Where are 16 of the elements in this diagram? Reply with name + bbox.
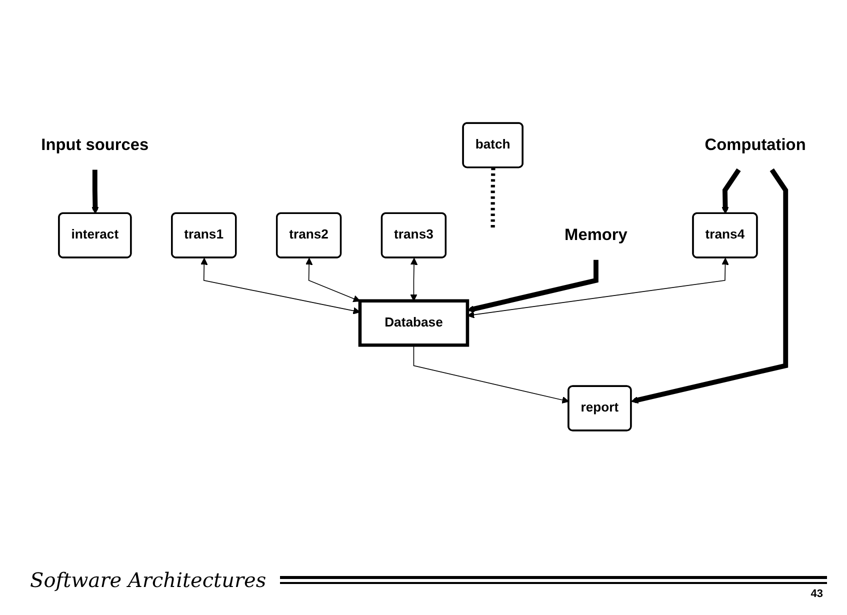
arrow: [722, 168, 741, 214]
footer-title: Software Architectures: [30, 568, 266, 592]
arrow: [467, 259, 598, 312]
arrow: [92, 169, 99, 214]
arrow: [413, 344, 570, 404]
node-text: Memory: [564, 226, 628, 244]
connector: [490, 167, 496, 229]
node-box: Database: [358, 298, 470, 346]
page-number: 43: [810, 588, 823, 600]
arrow: [305, 257, 360, 302]
arrow: [631, 168, 788, 404]
arrow: [410, 257, 418, 301]
arrow: [467, 257, 729, 318]
node-text: Computation: [704, 136, 806, 154]
arrow: [200, 257, 360, 314]
node-text: Input sources: [41, 136, 149, 154]
